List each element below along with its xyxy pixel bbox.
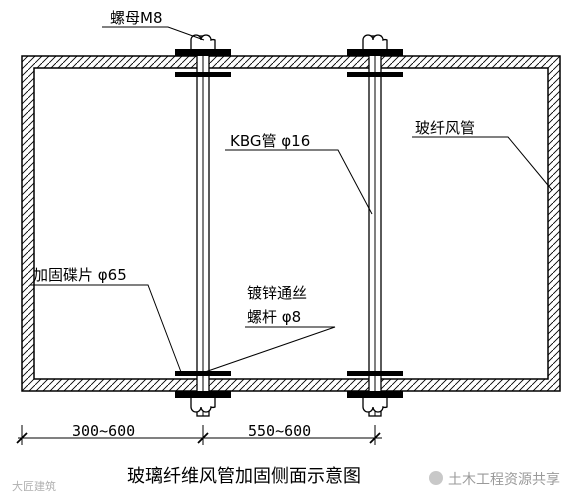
washer-bottom-right <box>347 371 403 376</box>
label-rod-line1: 镀锌通丝 <box>247 284 307 302</box>
nut-bottom-right <box>347 391 403 398</box>
caption: 玻璃纤维风管加固侧面示意图 <box>127 466 361 487</box>
washer-top-left <box>175 72 231 77</box>
duct-wall <box>21 55 561 392</box>
dimension-line <box>16 425 382 445</box>
leader-nut <box>102 26 205 41</box>
leader-kbg <box>225 149 373 215</box>
dimension-right: 550~600 <box>248 422 311 440</box>
nut-top-right <box>347 49 403 56</box>
leader-duct <box>412 136 553 191</box>
label-rod-line2: 螺杆 φ8 <box>247 308 301 326</box>
nut-top-left <box>175 49 231 56</box>
svg-text:土木工程资源共享: 土木工程资源共享 <box>448 471 560 488</box>
dimension-left: 300~600 <box>72 422 135 440</box>
leader-rod <box>204 326 336 373</box>
rod-assembly-right <box>347 34 403 417</box>
rod-assembly-left <box>175 34 231 417</box>
watermark-right: 土木工程资源共享 <box>429 471 560 488</box>
label-washer: 加固碟片 φ65 <box>33 266 127 284</box>
washer-bottom-left <box>175 371 231 376</box>
label-nut: 螺母M8 <box>110 9 163 27</box>
label-duct: 玻纤风管 <box>415 119 475 137</box>
nut-bottom-left <box>175 391 231 398</box>
watermark-left: 大匠建筑 <box>12 479 56 493</box>
label-kbg-pipe: KBG管 φ16 <box>230 132 310 150</box>
washer-top-right <box>347 72 403 77</box>
leader-washer <box>30 284 182 373</box>
leader-lines <box>30 26 553 373</box>
